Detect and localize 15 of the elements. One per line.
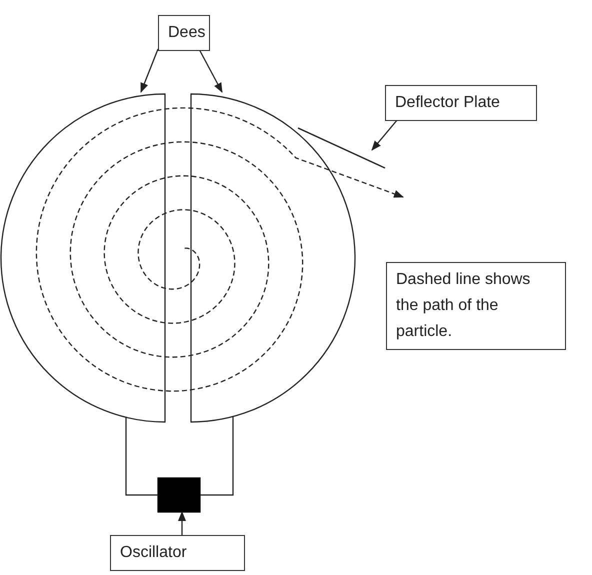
deflector-plate [298,127,386,169]
arrow [371,118,398,151]
arrow [178,511,186,535]
particle-path-arrow [36,107,404,392]
label-box: Oscillator [110,535,245,571]
oscillator-block [157,477,201,513]
arrow [140,48,159,93]
wire [125,417,158,496]
arrow [198,48,223,93]
label-box: Dashed line shows the path of the particle. [386,262,566,350]
wire [200,416,234,496]
left-dee [0,93,166,423]
label-box: Dees [158,15,210,51]
label-box: Deflector Plate [385,85,537,121]
right-dee [190,93,356,423]
